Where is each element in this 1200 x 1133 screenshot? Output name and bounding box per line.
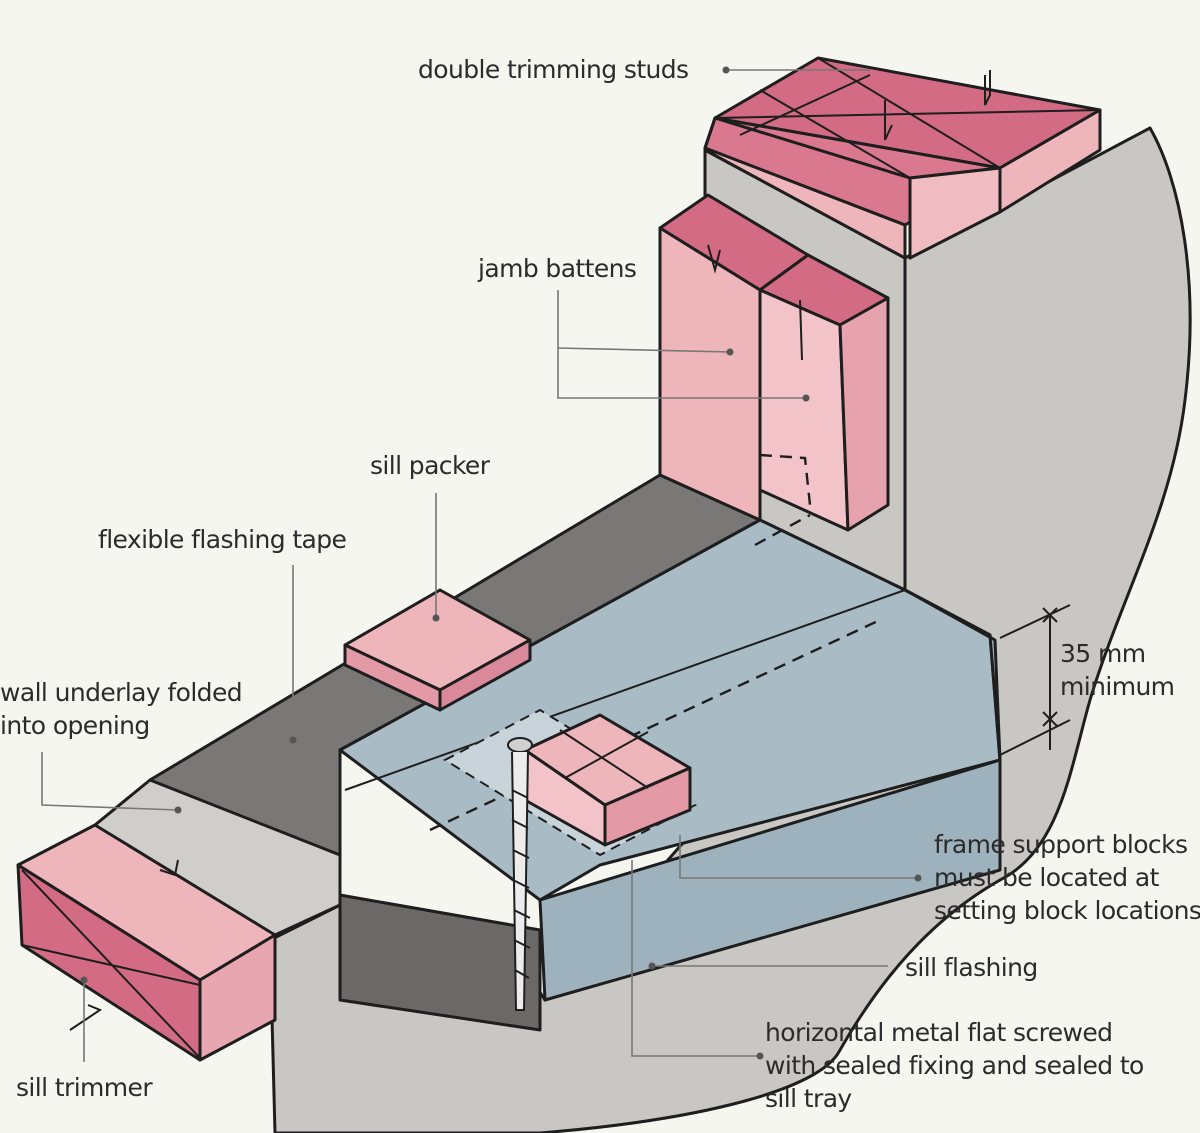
label-frame-support-3: setting block locations (934, 896, 1200, 925)
label-metal-flat-3: sill tray (765, 1084, 852, 1113)
label-frame-support-2: must be located at (934, 863, 1160, 892)
label-double-trimming-studs: double trimming studs (418, 55, 688, 84)
label-sill-packer: sill packer (370, 451, 491, 480)
label-wall-underlay-2: into opening (0, 711, 150, 740)
hidden-line-2 (754, 513, 811, 547)
dimension-35mm (999, 604, 1071, 756)
sill-flashing-fold (344, 589, 906, 791)
sill-flashing-front (538, 758, 1002, 1002)
label-wall-underlay-1: wall underlay folded (0, 678, 242, 707)
label-sill-trimmer: sill trimmer (16, 1073, 153, 1102)
leader-lines (41, 66, 922, 1062)
label-dimension-1: 35 mm (1060, 639, 1145, 668)
frame-support-block (523, 713, 692, 847)
label-dimension-2: minimum (1060, 672, 1174, 701)
flashing-tape-front (338, 893, 542, 1032)
label-flexible-flashing-tape: flexible flashing tape (98, 525, 347, 554)
jamb-battens (658, 193, 890, 532)
screw (507, 737, 533, 1011)
sill-trimmer (16, 823, 277, 1062)
label-metal-flat-2: with sealed fixing and sealed to (765, 1051, 1144, 1080)
label-sill-flashing: sill flashing (905, 953, 1038, 982)
sill-packer (343, 588, 532, 712)
double-trimming-studs (703, 56, 1102, 260)
label-metal-flat-1: horizontal metal flat screwed (765, 1018, 1112, 1047)
label-jamb-battens: jamb battens (477, 254, 636, 283)
label-frame-support-1: frame support blocks (934, 830, 1187, 859)
